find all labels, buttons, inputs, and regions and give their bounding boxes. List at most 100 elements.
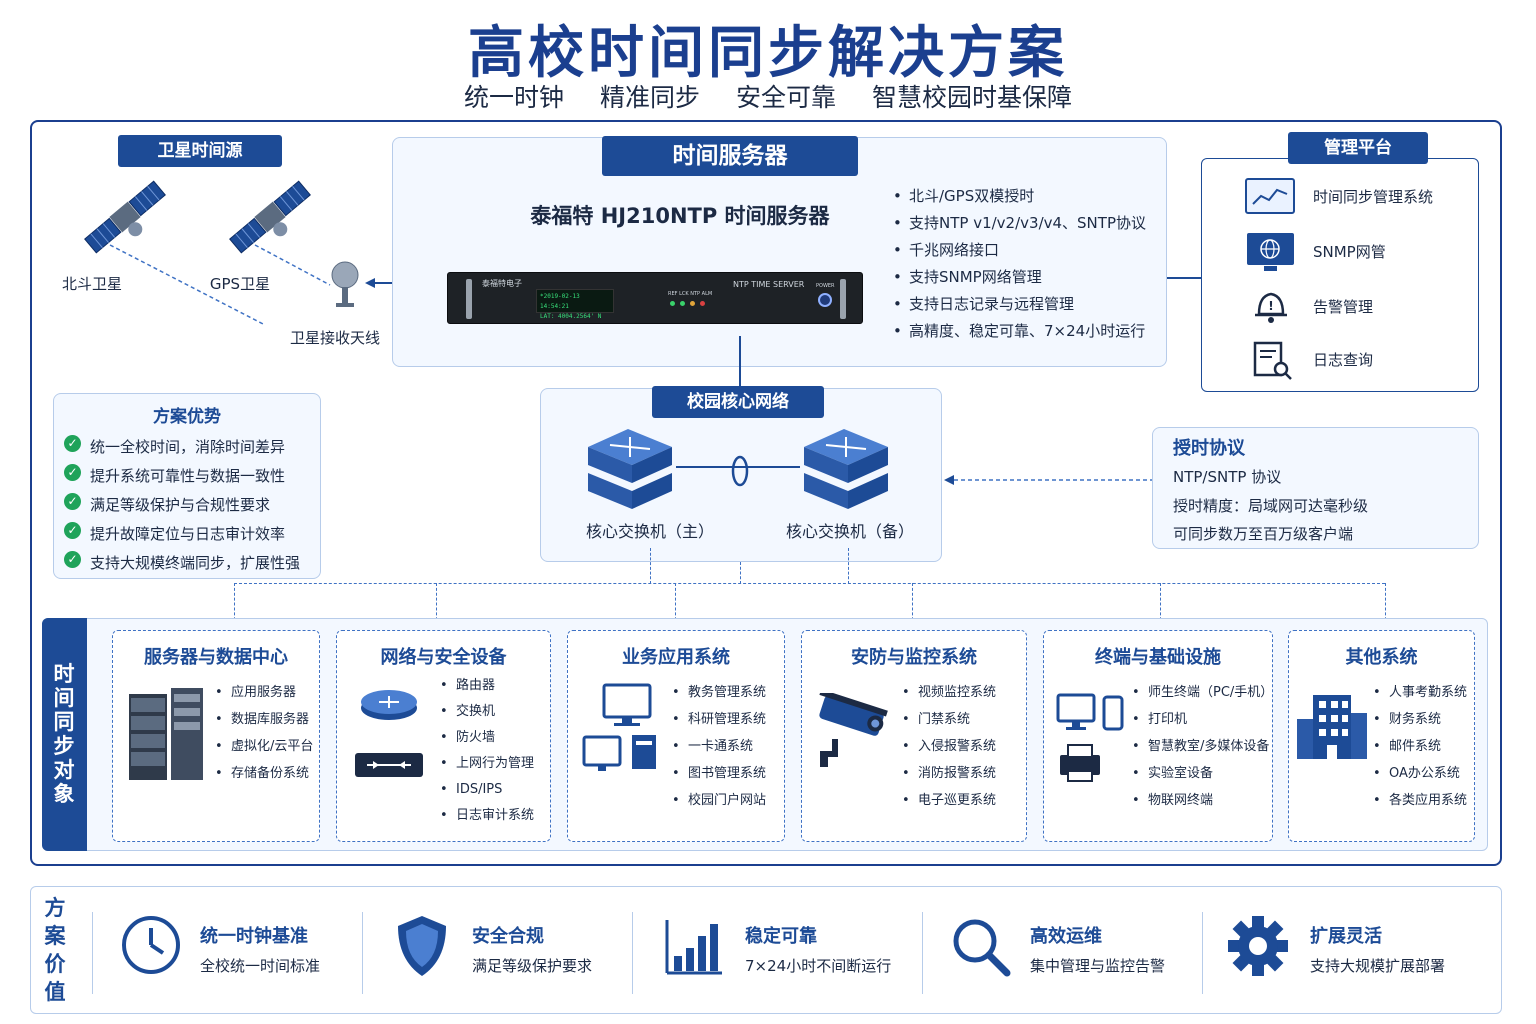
target-item: OA办公系统 <box>1373 760 1467 787</box>
svg-text:!: ! <box>1268 299 1273 313</box>
main-frame <box>30 120 1502 866</box>
core-switch-backup-icon <box>804 429 888 509</box>
target-item: 图书管理系统 <box>672 760 766 787</box>
server-feature: 北斗/GPS双模授时 <box>893 183 1161 210</box>
network-globe-icon <box>1247 233 1294 271</box>
cctv-camera-icon <box>819 693 888 767</box>
target-item: 上网行为管理 <box>440 751 534 777</box>
device-panel-label: NTP TIME SERVER <box>733 280 805 289</box>
target-card-title: 业务应用系统 <box>622 647 730 668</box>
gear-icon <box>1228 916 1288 976</box>
firewall-icon <box>355 753 423 777</box>
alarm-bell-icon: ! <box>1255 292 1287 323</box>
management-item[interactable]: 告警管理 <box>1313 298 1374 316</box>
tree-line <box>234 583 1385 584</box>
management-item[interactable]: SNMP网管 <box>1313 243 1386 261</box>
page-title: 高校时间同步解决方案 <box>468 21 1068 86</box>
time-server-badge: 时间服务器 <box>602 136 858 176</box>
building-icon <box>1297 695 1367 759</box>
value-divider <box>1202 912 1203 994</box>
tree-line <box>1385 583 1386 630</box>
advantage-item: 提升故障定位与日志审计效率 <box>64 520 319 549</box>
target-item: 交换机 <box>440 699 534 725</box>
target-item: 打印机 <box>1132 706 1273 733</box>
value-title: 稳定可靠 <box>745 926 817 947</box>
server-feature: 支持NTP v1/v2/v3/v4、SNTP协议 <box>893 210 1161 237</box>
target-item: 存储备份系统 <box>215 760 313 787</box>
value-title: 扩展灵活 <box>1310 926 1382 947</box>
protocol-line: 授时精度：局域网可达毫秒级 <box>1173 497 1369 515</box>
tree-line <box>650 548 651 584</box>
value-divider <box>92 912 93 994</box>
device-lcd: *2019-02-13 14:54:21 LAT: 4004.2564' N <box>536 289 614 320</box>
management-item[interactable]: 日志查询 <box>1313 351 1374 369</box>
target-card-terminals: 终端与基础设施 师生终端（PC/手机） 打印机 智慧教室/多媒体设备 实验室设备… <box>1043 630 1273 842</box>
target-item: 财务系统 <box>1373 706 1467 733</box>
tree-line <box>234 583 235 630</box>
target-card-security: 安防与监控系统 视频监控系统 门禁系统 入侵报警系统 消防报警系统 电子巡更系统 <box>801 630 1027 842</box>
targets-side-label: 时间同步对象 <box>53 662 75 806</box>
target-item: 视频监控系统 <box>902 679 996 706</box>
satellite-source-badge: 卫星时间源 <box>118 135 282 167</box>
power-button[interactable] <box>818 293 832 307</box>
protocol-panel <box>1152 427 1479 549</box>
target-item: 智慧教室/多媒体设备 <box>1132 733 1273 760</box>
target-item: 防火墙 <box>440 725 534 751</box>
advantage-item: 统一全校时间，消除时间差异 <box>64 433 319 462</box>
terminal-devices-icon <box>1056 693 1124 782</box>
target-item-list: 师生终端（PC/手机） 打印机 智慧教室/多媒体设备 实验室设备 物联网终端 <box>1132 679 1273 814</box>
value-divider <box>632 912 633 994</box>
value-divider <box>922 912 923 994</box>
target-item: 教务管理系统 <box>672 679 766 706</box>
server-feature: 千兆网络接口 <box>893 237 1161 264</box>
target-item: 电子巡更系统 <box>902 787 996 814</box>
target-item: 路由器 <box>440 673 534 699</box>
target-card-other: 其他系统 人事考勤系统 财务系统 邮件系统 OA办公系统 各类应用系统 <box>1288 630 1475 842</box>
target-card-network: 网络与安全设备 路由器 交换机 防火墙 上网行为管理 IDS/IPS 日志审计系… <box>336 630 551 842</box>
server-rack-icon <box>129 688 203 780</box>
beidou-label: 北斗卫星 <box>61 275 122 293</box>
target-item-list: 路由器 交换机 防火墙 上网行为管理 IDS/IPS 日志审计系统 <box>440 673 534 829</box>
server-device: 泰福特电子 *2019-02-13 14:54:21 LAT: 4004.256… <box>447 272 863 324</box>
core-switch-backup-label: 核心交换机（备） <box>785 522 914 541</box>
value-subtitle: 全校统一时间标准 <box>200 957 321 975</box>
server-to-core-line <box>739 336 741 388</box>
target-item: 科研管理系统 <box>672 706 766 733</box>
led-indicator <box>680 301 685 306</box>
core-switch-main-icon <box>588 429 672 509</box>
shield-icon <box>398 916 446 976</box>
clock-icon <box>122 916 180 974</box>
log-search-icon <box>1253 341 1292 380</box>
server-feature: 高精度、稳定可靠、7×24小时运行 <box>893 318 1161 345</box>
page-subtitle: 统一时钟 精准同步 安全可靠 智慧校园时基保障 <box>0 78 1536 114</box>
target-item: 师生终端（PC/手机） <box>1132 679 1273 706</box>
management-item[interactable]: 时间同步管理系统 <box>1313 188 1434 206</box>
target-card-title: 其他系统 <box>1345 647 1418 668</box>
server-feature: 支持日志记录与远程管理 <box>893 291 1161 318</box>
power-label: POWER <box>816 283 835 289</box>
device-brand: 泰福特电子 <box>482 279 522 288</box>
lcd-line: *2019-02-13 14:54:21 <box>540 293 580 310</box>
computer-monitors-icon <box>582 683 656 771</box>
core-switch-main-label: 核心交换机（主） <box>585 522 714 541</box>
led-indicator <box>670 301 675 306</box>
router-icon <box>361 690 417 720</box>
protocol-line: NTP/SNTP 协议 <box>1173 468 1282 486</box>
tree-line <box>848 548 849 584</box>
value-subtitle: 满足等级保护要求 <box>472 957 593 975</box>
antenna-icon <box>331 261 359 307</box>
subtitle-item: 精准同步 <box>600 83 701 112</box>
target-item-list: 视频监控系统 门禁系统 入侵报警系统 消防报警系统 电子巡更系统 <box>902 679 996 814</box>
tree-line <box>740 562 741 584</box>
target-card-title: 终端与基础设施 <box>1095 647 1221 668</box>
advantages-list: 统一全校时间，消除时间差异 提升系统可靠性与数据一致性 满足等级保护与合规性要求… <box>64 433 319 578</box>
server-feature: 支持SNMP网络管理 <box>893 264 1161 291</box>
subtitle-item: 统一时钟 <box>464 83 565 112</box>
target-card-title: 安防与监控系统 <box>851 647 977 668</box>
target-item: 校园门户网站 <box>672 787 766 814</box>
tree-line <box>675 583 676 630</box>
core-switches-diagram <box>588 429 888 509</box>
target-item: 实验室设备 <box>1132 760 1273 787</box>
target-item: 人事考勤系统 <box>1373 679 1467 706</box>
target-card-applications: 业务应用系统 教务管理系统 科研管理系统 一卡通系统 图书管理系统 校园门户网站 <box>567 630 785 842</box>
